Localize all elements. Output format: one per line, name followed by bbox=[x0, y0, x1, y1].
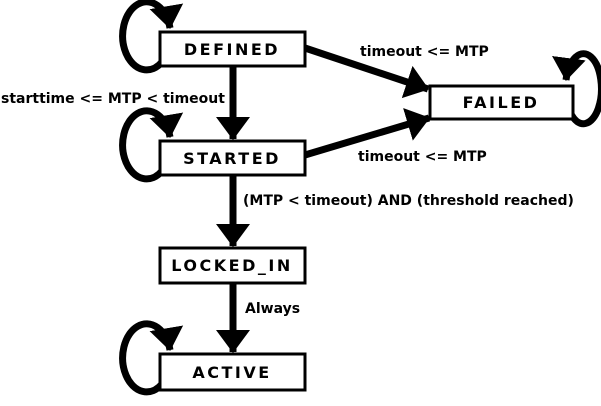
self-loop-defined bbox=[119, 0, 184, 74]
state-label-failed: FAILED bbox=[463, 93, 540, 112]
state-box-active bbox=[158, 352, 307, 392]
transition-arrow-started-to-failed bbox=[303, 108, 431, 159]
state-node-active: ACTIVE bbox=[158, 352, 307, 392]
self-loop-started bbox=[119, 107, 184, 183]
state-label-started: STARTED bbox=[183, 149, 281, 168]
state-box-defined bbox=[158, 30, 307, 68]
state-node-failed: FAILED bbox=[428, 84, 575, 121]
transition-label-locked-in-to-active: Always bbox=[245, 301, 300, 317]
state-box-locked-in bbox=[158, 246, 307, 285]
state-label-active: ACTIVE bbox=[192, 363, 271, 382]
state-node-started: STARTED bbox=[158, 139, 307, 177]
state-label-defined: DEFINED bbox=[184, 40, 280, 59]
transition-labels-layer: starttime <= MTP < timeout timeout <= MT… bbox=[1, 44, 574, 317]
transition-label-defined-to-started: starttime <= MTP < timeout bbox=[1, 91, 225, 107]
state-node-defined: DEFINED bbox=[158, 30, 307, 68]
states-layer: DEFINED STARTED FAILED LOCKED_IN ACTIVE bbox=[158, 30, 575, 392]
transition-label-started-to-locked-in: (MTP < timeout) AND (threshold reached) bbox=[243, 193, 574, 209]
transition-arrow-defined-to-failed bbox=[303, 44, 430, 99]
state-box-started bbox=[158, 139, 307, 177]
transition-label-defined-to-failed: timeout <= MTP bbox=[360, 44, 489, 60]
state-box-failed bbox=[428, 84, 575, 121]
state-node-locked-in: LOCKED_IN bbox=[158, 246, 307, 285]
self-loop-active bbox=[119, 320, 184, 396]
state-label-locked-in: LOCKED_IN bbox=[171, 256, 292, 275]
transition-label-started-to-failed: timeout <= MTP bbox=[358, 149, 487, 165]
transitions-layer bbox=[119, 0, 601, 396]
